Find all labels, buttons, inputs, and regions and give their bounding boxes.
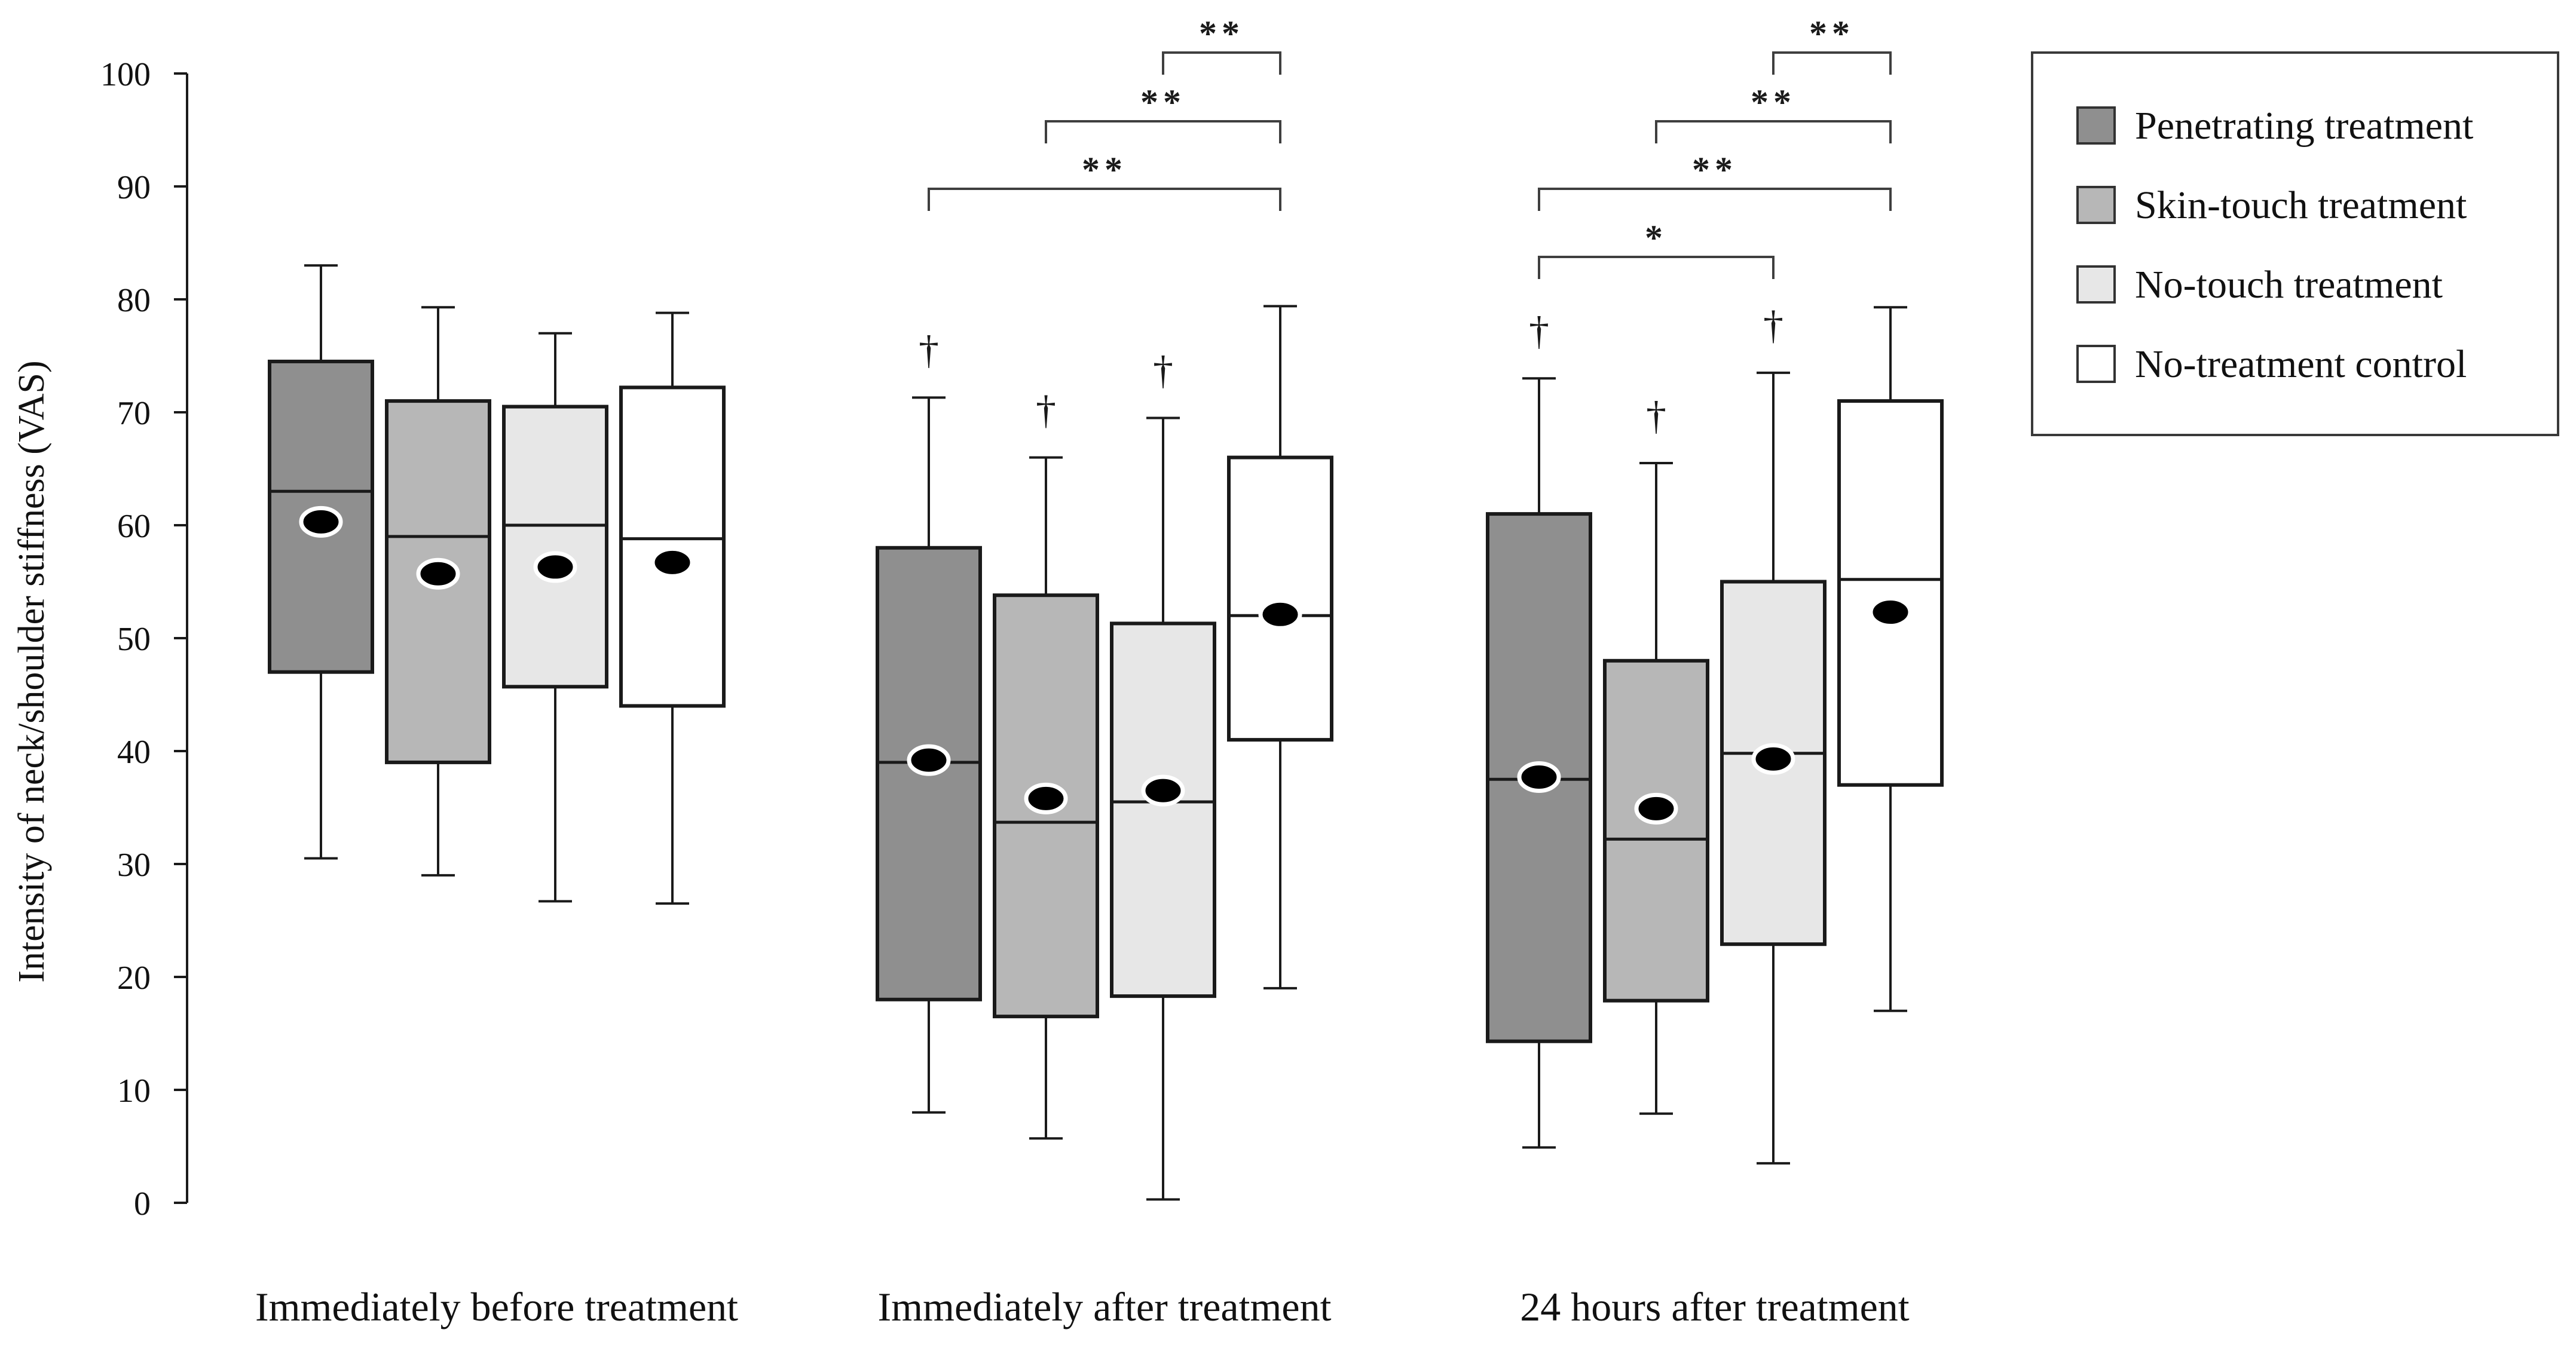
dagger-annotation: †	[1036, 387, 1056, 432]
mean-dot	[1258, 598, 1302, 630]
box-plot-box	[1837, 306, 1944, 1012]
iqr-box	[1227, 455, 1333, 742]
group-label: Immediately before treatment	[255, 1284, 738, 1329]
significance-label: **	[1809, 14, 1855, 53]
y-axis-tick-label: 50	[117, 621, 151, 658]
significance-label: **	[1140, 82, 1186, 122]
mean-dot	[299, 505, 343, 538]
y-axis-tick-label: 60	[117, 508, 151, 545]
significance-label: **	[1692, 150, 1737, 189]
box-plot-box: †	[876, 327, 982, 1114]
box-plot-box: †	[1486, 308, 1592, 1149]
treatment-group	[268, 264, 726, 905]
significance-bracket	[1045, 120, 1281, 143]
y-axis-tick-label: 20	[117, 960, 151, 997]
treatment-group: † † † ** ** **	[876, 14, 1333, 1201]
y-axis-title: Intensity of neck/shoulder stiffness (VA…	[11, 360, 52, 982]
dagger-annotation: †	[919, 327, 939, 372]
legend-label: Skin-touch treatment	[2135, 183, 2467, 227]
y-axis-tick-label: 90	[117, 169, 151, 206]
mean-dot	[1141, 774, 1185, 807]
legend-swatch	[2076, 265, 2116, 304]
box-plot-box	[268, 264, 374, 860]
significance-bracket	[1162, 51, 1281, 75]
legend-label: Penetrating treatment	[2135, 104, 2473, 148]
legend-label: No-touch treatment	[2135, 263, 2443, 307]
significance-label: *	[1645, 218, 1668, 258]
group-label: 24 hours after treatment	[1520, 1284, 1910, 1329]
mean-dot	[650, 546, 695, 578]
box-plot-box	[502, 332, 608, 903]
significance-bracket	[1538, 256, 1775, 279]
y-axis-tick-label: 100	[100, 56, 151, 93]
y-axis: 0 10 20 30 40 50 60 70 80 90 100	[100, 56, 188, 1223]
y-axis-tick-label: 70	[117, 395, 151, 432]
significance-bracket	[1538, 188, 1892, 211]
box-plot-box: †	[1110, 347, 1216, 1201]
mean-dot	[1517, 761, 1561, 793]
significance-label: **	[1751, 82, 1796, 122]
box-plot-box	[1227, 305, 1333, 989]
significance-bracket	[1772, 51, 1892, 75]
y-axis-tick-label: 40	[117, 734, 151, 771]
legend-swatch	[2076, 106, 2116, 145]
significance-label: **	[1082, 150, 1127, 189]
dagger-annotation: †	[1529, 308, 1549, 353]
y-axis-tick-label: 0	[134, 1185, 151, 1223]
mean-dot	[1751, 743, 1795, 775]
dagger-annotation: †	[1763, 302, 1783, 348]
mean-dot	[533, 551, 577, 583]
iqr-box	[1837, 399, 1944, 787]
mean-dot	[1868, 596, 1913, 629]
mean-dot	[1634, 792, 1678, 825]
significance-label: **	[1199, 14, 1244, 53]
iqr-box	[1603, 658, 1709, 1003]
x-axis-labels: Immediately before treatment Immediately …	[255, 1284, 1910, 1329]
mean-dot	[907, 744, 951, 776]
mean-dot	[1024, 782, 1068, 814]
group-label: Immediately after treatment	[878, 1284, 1332, 1329]
y-axis-tick-label: 30	[117, 847, 151, 884]
box-plot-box: †	[1720, 302, 1827, 1165]
mean-dot	[416, 557, 460, 590]
legend-box	[2031, 51, 2559, 436]
legend-label: No-treatment control	[2135, 342, 2467, 386]
dagger-annotation: †	[1153, 347, 1173, 393]
box-plot-box: †	[1603, 393, 1709, 1115]
iqr-box	[502, 405, 608, 689]
box-plot-box	[385, 306, 491, 877]
y-axis-tick-label: 80	[117, 282, 151, 319]
significance-bracket	[928, 188, 1281, 211]
iqr-box	[1110, 621, 1216, 998]
y-axis-tick-label: 10	[117, 1073, 151, 1110]
significance-bracket	[1655, 120, 1892, 143]
dagger-annotation: †	[1646, 393, 1666, 438]
legend-swatch	[2076, 345, 2116, 383]
box-plot-box	[619, 311, 726, 905]
legend-swatch	[2076, 186, 2116, 224]
box-plot-box: †	[993, 387, 1099, 1140]
plot-area: †††******†††*******	[268, 14, 1944, 1201]
treatment-group: †††*******	[1486, 14, 1944, 1165]
